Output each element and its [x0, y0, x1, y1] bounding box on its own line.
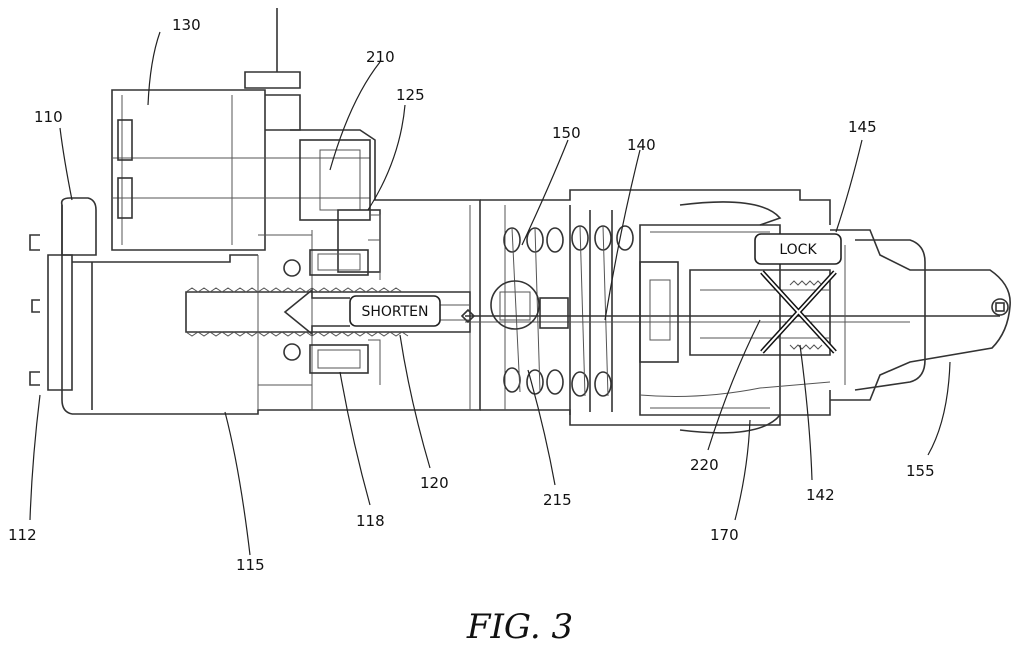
ref-120: 120: [420, 474, 449, 492]
ref-170: 170: [710, 526, 739, 544]
ref-118: 118: [356, 512, 385, 530]
end-fitting: [830, 230, 1010, 400]
ref-142: 142: [806, 486, 835, 504]
lock-label: LOCK: [779, 242, 817, 258]
ref-150: 150: [552, 124, 581, 142]
ref-130: 130: [172, 16, 201, 34]
ref-115: 115: [236, 556, 265, 574]
ref-112: 112: [8, 526, 37, 544]
housing-outline: [30, 8, 830, 425]
shorten-label: SHORTEN: [361, 304, 428, 320]
ref-210: 210: [366, 48, 395, 66]
lock-callout: LOCK: [755, 234, 841, 264]
ref-140: 140: [627, 136, 656, 154]
ref-215: 215: [543, 491, 572, 509]
ref-220: 220: [690, 456, 719, 474]
shorten-arrow: SHORTEN: [285, 290, 440, 334]
ref-155: 155: [906, 462, 935, 480]
central-rod: [462, 281, 1000, 329]
ref-125: 125: [396, 86, 425, 104]
ref-110: 110: [34, 108, 63, 126]
ref-145: 145: [848, 118, 877, 136]
figure-caption: FIG. 3: [466, 607, 573, 647]
reference-numerals: 110 112 115 118 120 125 130 140 142 145 …: [8, 16, 935, 574]
